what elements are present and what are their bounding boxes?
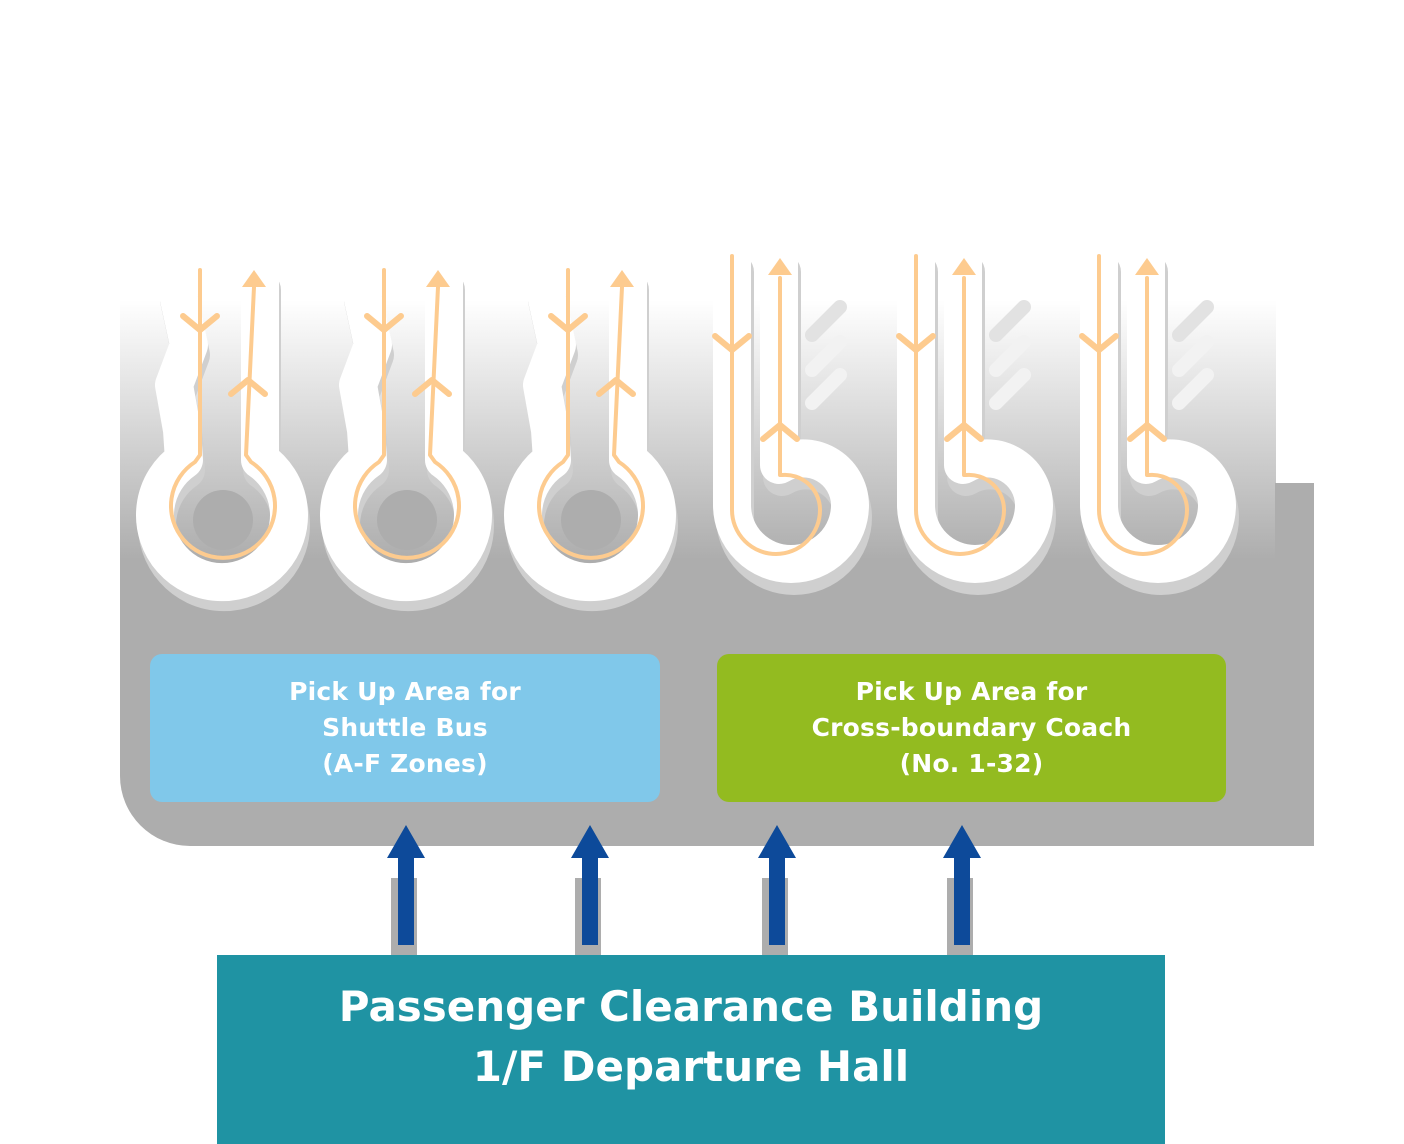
shuttle-zone-line-1: Pick Up Area for — [289, 677, 521, 706]
hall-title-line-1: Passenger Clearance Building — [338, 982, 1044, 1031]
bus-loop-lane — [136, 261, 310, 612]
bus-loop-arrow-icon — [1079, 258, 1167, 442]
arrow-up-icon — [758, 825, 796, 956]
arrow-up-icon — [943, 825, 981, 956]
bus-loop-lane — [504, 261, 678, 612]
bus-j-lane — [896, 241, 1056, 595]
bus-lanes — [136, 241, 1239, 612]
arrow-up-icon — [571, 825, 609, 956]
bus-j-lane — [1079, 241, 1239, 595]
bus-loop-arrow-icon — [364, 270, 452, 397]
shuttle-zone-line-2: Shuttle Bus — [322, 713, 488, 742]
shuttle-zone-line-3: (A-F Zones) — [322, 749, 488, 778]
walkway-arrows — [387, 825, 981, 956]
bus-loop-arrow-icon — [180, 270, 268, 397]
bus-loop-arrow-icon — [712, 258, 800, 442]
coach-zone-line-3: (No. 1-32) — [899, 749, 1044, 778]
shuttle-bus-pickup-zone: Pick Up Area for Shuttle Bus (A-F Zones) — [150, 654, 660, 802]
coach-zone-line-1: Pick Up Area for — [855, 677, 1088, 706]
bus-loop-arrow-icon — [548, 270, 636, 397]
coach-zone-line-2: Cross-boundary Coach — [811, 713, 1132, 742]
bus-loop-lane — [320, 261, 494, 612]
bus-loop-arrow-icon — [896, 258, 984, 442]
hall-title-line-2: 1/F Departure Hall — [472, 1042, 910, 1091]
cross-boundary-coach-pickup-zone: Pick Up Area for Cross-boundary Coach (N… — [717, 654, 1226, 802]
departure-hall-block: Passenger Clearance Building 1/F Departu… — [217, 955, 1165, 1144]
bus-j-lane — [712, 241, 872, 595]
arrow-up-icon — [387, 825, 425, 956]
